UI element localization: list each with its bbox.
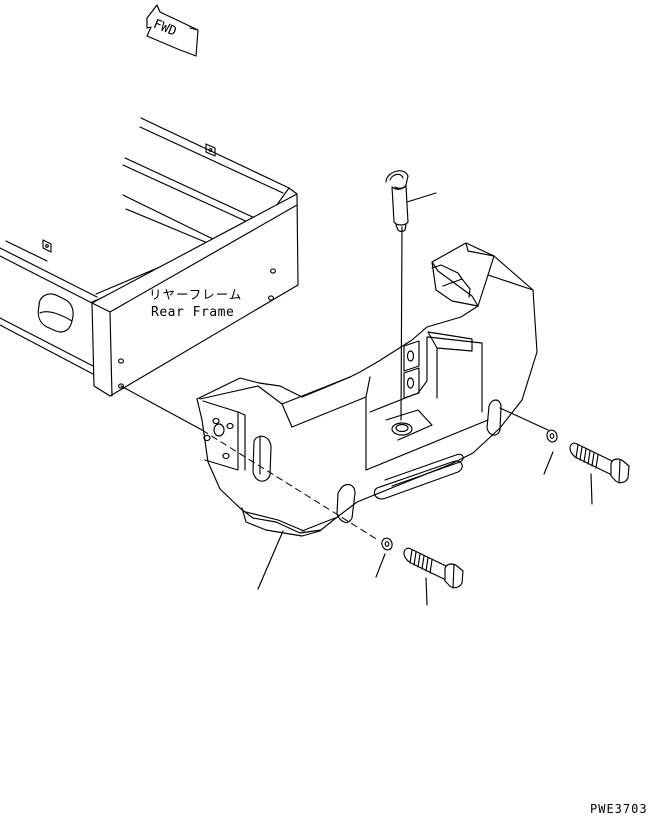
drawing-code: PWE3703 xyxy=(590,802,648,816)
rear-frame-label-jp: リヤーフレーム xyxy=(149,287,243,302)
fwd-direction-arrow: FWD xyxy=(147,5,198,56)
fwd-arrow-text: FWD xyxy=(151,17,179,40)
alignment-lines xyxy=(121,227,548,540)
counterweight xyxy=(197,243,537,536)
lifting-eye-bolt xyxy=(386,171,408,232)
washer-lower xyxy=(380,537,394,552)
rear-frame-label-en: Rear Frame xyxy=(151,305,235,320)
callout-leaders xyxy=(258,193,592,605)
bolt-lower xyxy=(404,548,463,588)
bolt-upper xyxy=(570,443,629,483)
rear-frame xyxy=(0,118,298,396)
washer-upper xyxy=(545,429,559,444)
